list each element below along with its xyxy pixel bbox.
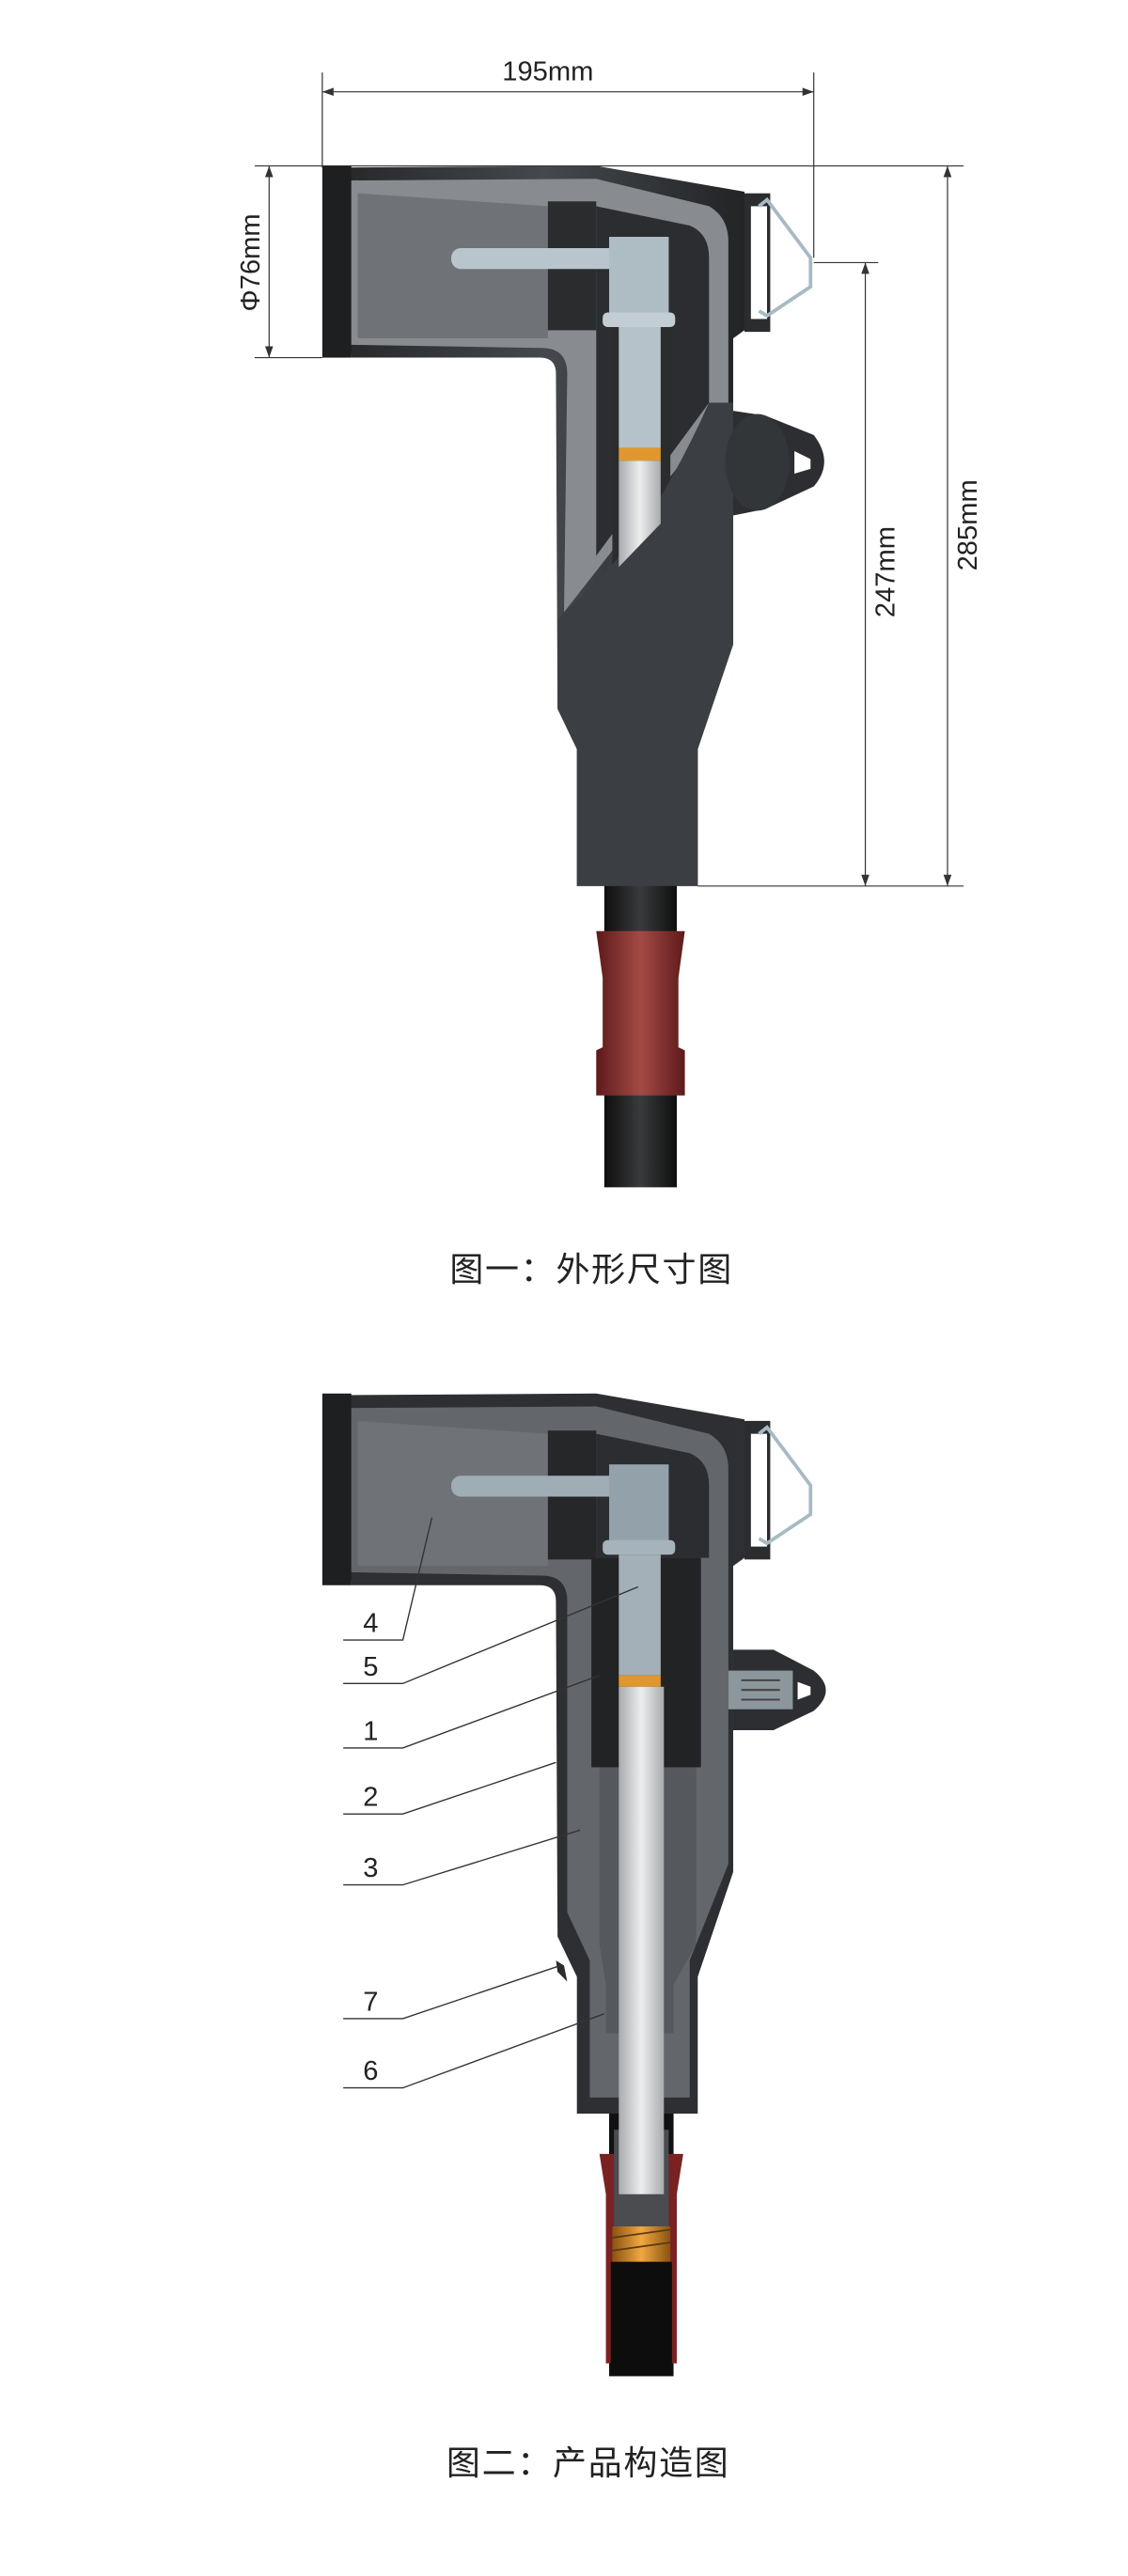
part-label-3: 3	[363, 1853, 378, 1883]
part-label-2: 2	[363, 1783, 378, 1813]
part-label-4: 4	[363, 1608, 378, 1638]
dimension-diameter-label: Φ76mm	[236, 213, 266, 311]
figure-1-exterior-dimensions: 195mm Φ76mm 247mm 285mm	[236, 57, 983, 1289]
wire-hook	[758, 1425, 813, 1546]
figure-1-caption: 图一：外形尺寸图	[449, 1251, 733, 1289]
figure-2-caption: 图二：产品构造图	[446, 2444, 730, 2483]
wire-hook	[758, 196, 813, 319]
part-leader-lines	[343, 1517, 639, 2089]
dimension-285-label: 285mm	[953, 479, 983, 570]
crimp-connector	[619, 1554, 661, 1676]
connector-pin	[451, 247, 620, 270]
figure-2-product-structure: 4 5 1 2 3 7 6 图二：产品构造图	[321, 1393, 826, 2483]
dimension-247-label: 247mm	[870, 526, 901, 617]
elbow-connector-body	[321, 165, 744, 886]
part-label-1: 1	[363, 1716, 378, 1746]
dimension-lines	[254, 72, 964, 887]
part-label-7: 7	[363, 1987, 378, 2017]
cable-sleeve	[596, 930, 685, 1096]
dimension-width-label: 195mm	[502, 57, 593, 87]
test-point-screw	[728, 1649, 826, 1731]
test-point-cap	[725, 411, 824, 516]
part-label-6: 6	[363, 2056, 378, 2086]
cable-insulation	[619, 1686, 665, 2194]
part-label-5: 5	[363, 1652, 378, 1682]
